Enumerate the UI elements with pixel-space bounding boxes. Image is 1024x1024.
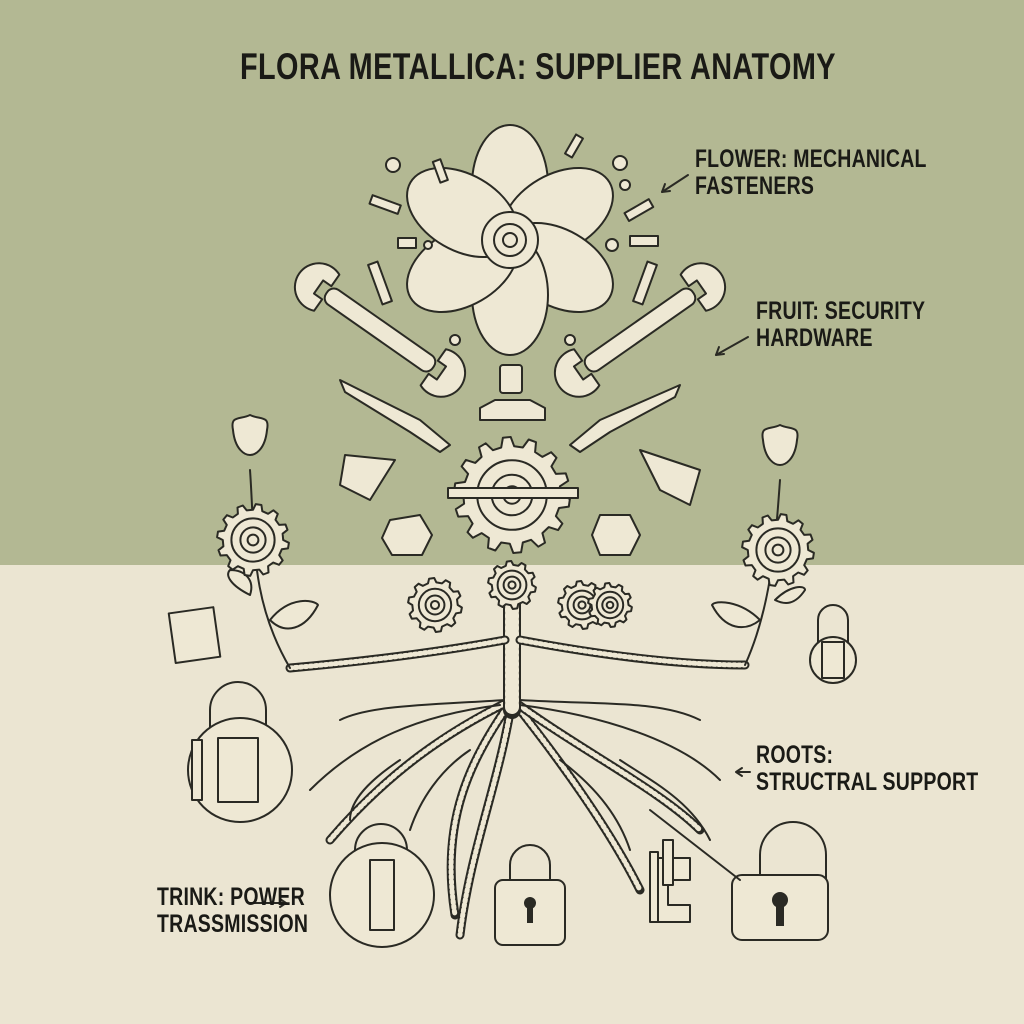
gear-hub	[429, 599, 441, 611]
label-arrows	[249, 174, 751, 908]
gear-hub	[246, 533, 260, 547]
spring-icon	[499, 364, 523, 394]
label-fruit-line1: FRUIT: SECURITY	[756, 297, 926, 325]
page-title: FLORA METALLICA: SUPPLIER ANATOMY	[240, 46, 836, 87]
label-trunk-line1: TRINK: POWER	[157, 883, 305, 911]
flower-fastener-icon	[406, 124, 614, 356]
gear-hub	[577, 600, 587, 610]
label-flower: FLOWER: MECHANICAL FASTENERS	[695, 146, 927, 200]
left-pliers-icon	[339, 379, 451, 453]
label-roots-line2: STRUCTRAL SUPPORT	[756, 768, 979, 796]
keyhole-padlock-icon	[494, 844, 566, 946]
open-padlock-icon	[187, 681, 293, 823]
left-leaf	[269, 599, 319, 630]
gear-hub	[605, 600, 615, 610]
label-roots-line1: ROOTS:	[756, 741, 834, 769]
right-pliers-icon	[569, 384, 681, 453]
large-keyhole-padlock-icon	[731, 821, 829, 941]
round-padlock-icon	[329, 823, 435, 948]
right-tulip-icon	[761, 424, 799, 466]
label-flower-line2: FASTENERS	[695, 172, 815, 200]
small-gear-icon	[587, 582, 633, 628]
label-trunk: TRINK: POWER TRASSMISSION	[157, 884, 308, 938]
right-bracket-plate-icon	[639, 449, 701, 506]
bearing-cap-icon	[479, 399, 546, 421]
label-flower-line1: FLOWER: MECHANICAL	[695, 145, 927, 173]
gear-crossbar	[447, 487, 579, 499]
small-gear-icon	[487, 560, 537, 610]
label-trunk-line2: TRASSMISSION	[157, 910, 309, 938]
hinge-bracket-icon	[167, 606, 222, 664]
padlock-icon	[809, 604, 857, 684]
small-gear-icon	[407, 577, 463, 633]
clamp-icon	[649, 839, 691, 923]
right-leaf	[711, 601, 761, 628]
left-wrench-icon	[293, 262, 467, 398]
right-leaf	[774, 586, 806, 604]
left-bracket-plate-icon	[339, 454, 396, 501]
label-fruit: FRUIT: SECURITY HARDWARE	[756, 298, 925, 352]
gear-hub	[771, 543, 785, 557]
roots	[309, 695, 721, 940]
right-hex-nut-icon	[591, 514, 641, 556]
label-roots: ROOTS: STRUCTRAL SUPPORT	[756, 742, 978, 796]
gear-hub	[507, 580, 517, 590]
left-side-gear-icon	[216, 503, 290, 577]
right-wrench-icon	[553, 262, 727, 398]
screws	[367, 133, 659, 346]
right-side-gear-icon	[741, 513, 815, 587]
label-fruit-line2: HARDWARE	[756, 324, 873, 352]
left-tulip-icon	[231, 414, 269, 456]
left-leaf	[227, 569, 253, 596]
left-hex-nut-icon	[381, 514, 433, 556]
